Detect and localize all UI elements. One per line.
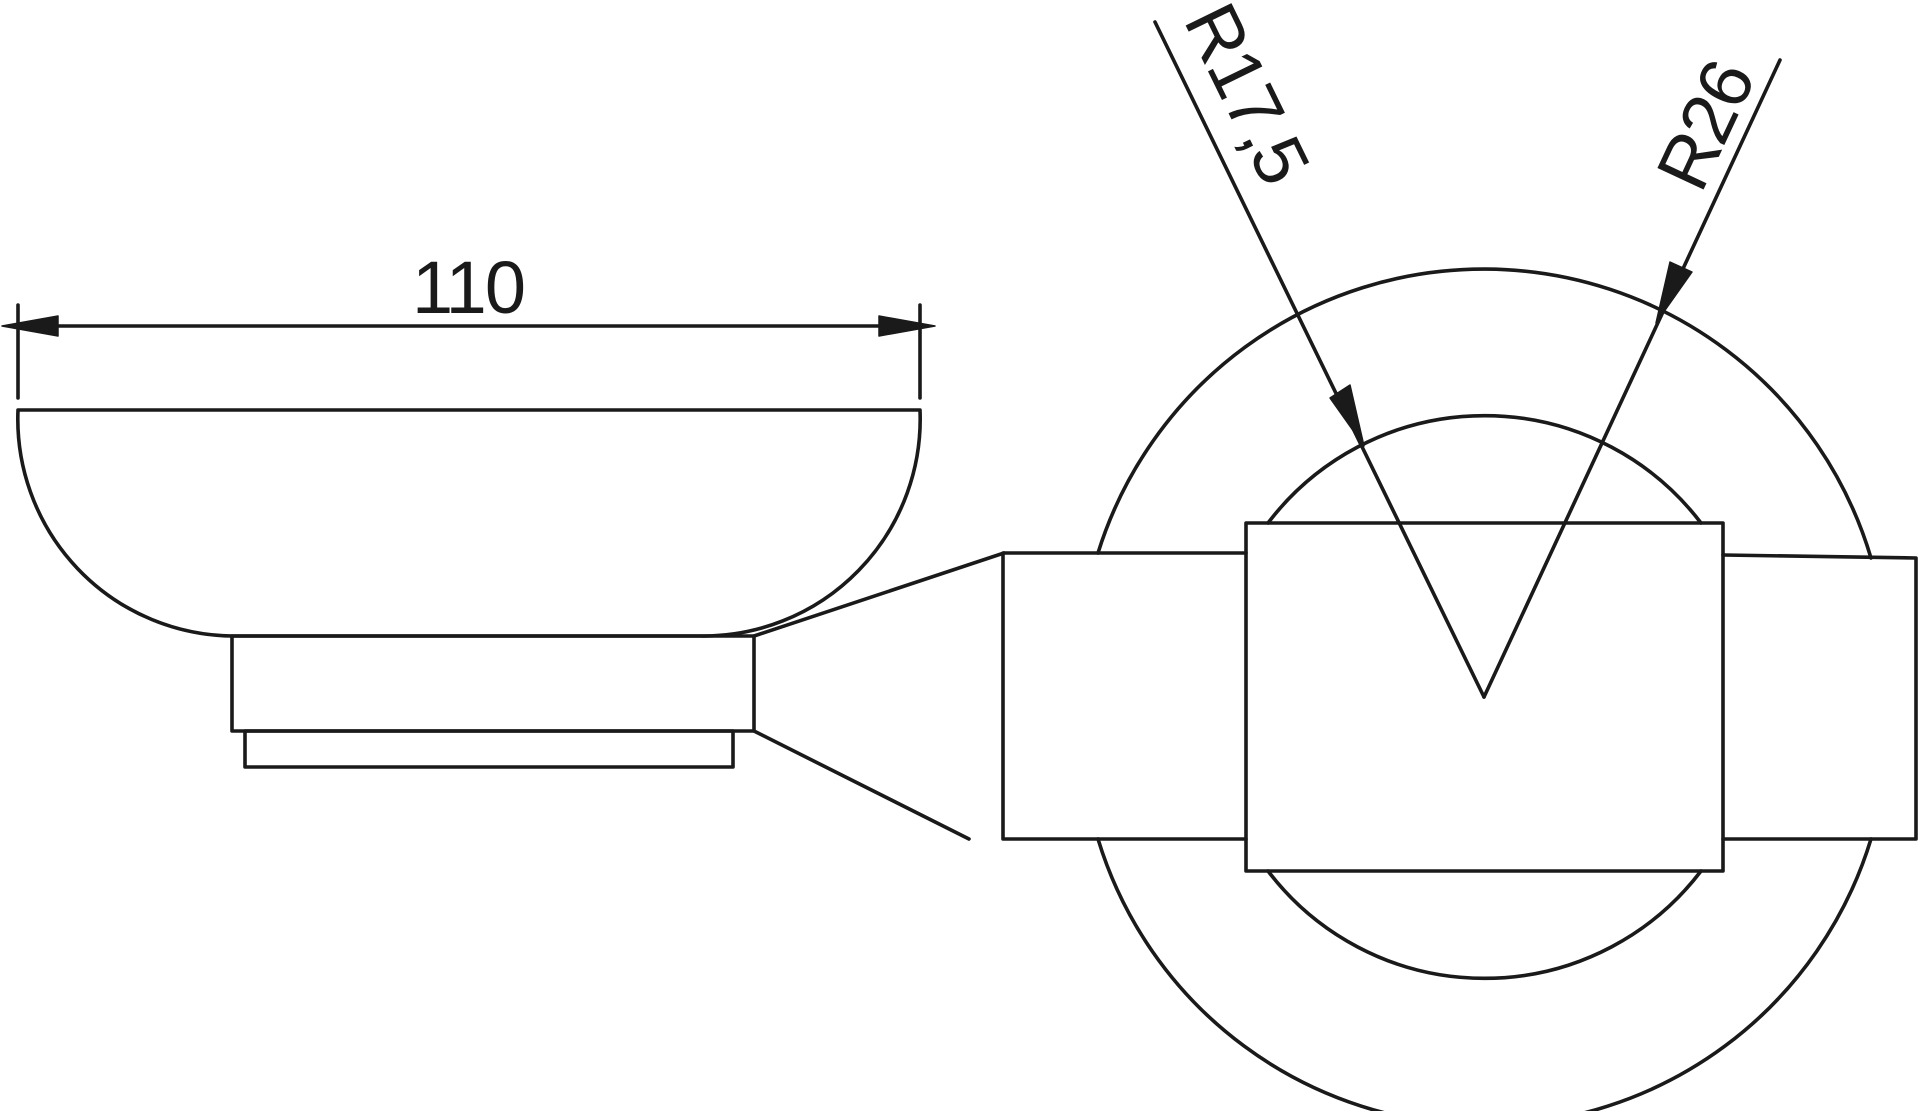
inner-circle-bottom-arc xyxy=(1266,869,1703,981)
outer-circle-bottom-arc xyxy=(1096,837,1873,1111)
side-view: 110 xyxy=(1,246,1006,841)
holder-right-arm xyxy=(1721,553,1918,841)
leader-line-r26 xyxy=(1482,58,1782,699)
leader-line-r17-5 xyxy=(1153,20,1486,699)
label-r26: R26 xyxy=(1640,49,1770,202)
arrow-r17-5 xyxy=(1329,384,1365,447)
dimension-label-width: 110 xyxy=(412,246,524,329)
dish-base-upper xyxy=(230,634,756,733)
front-view: R17,5 R26 xyxy=(1001,0,1918,1111)
dimension-arrow-left xyxy=(1,315,59,337)
dish-bowl xyxy=(16,408,922,638)
holder-center-block xyxy=(1244,521,1725,873)
inner-circle-top-arc xyxy=(1266,413,1703,525)
arrow-r26 xyxy=(1655,261,1693,324)
holder-left-arm xyxy=(1001,551,1248,841)
dish-base-lower xyxy=(243,729,735,769)
arm-line-bottom xyxy=(752,729,971,841)
dimension-arrow-right xyxy=(878,315,936,337)
arm-line-top xyxy=(752,551,1006,638)
outer-circle-top-arc xyxy=(1096,267,1873,560)
